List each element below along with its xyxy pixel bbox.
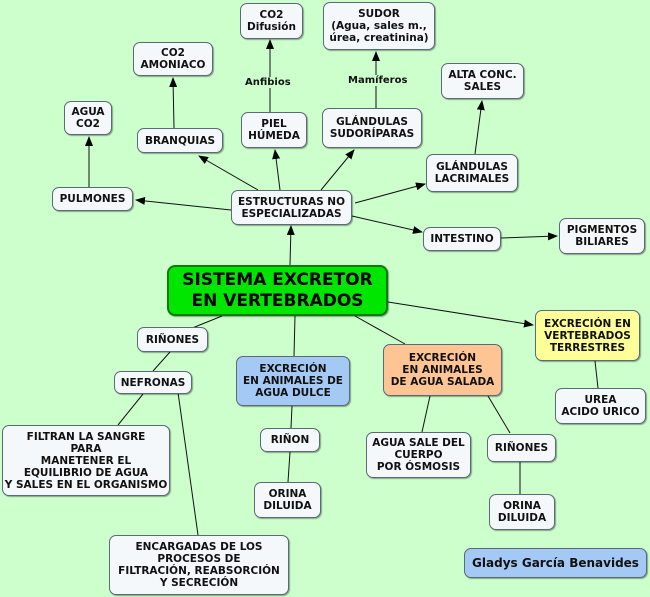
link-rinon-orina [287, 451, 291, 483]
link-terrestres-urea [594, 360, 599, 389]
link-salada-rinones [487, 395, 511, 434]
node-piel-humeda[interactable]: PIEL HÚMEDA [241, 112, 307, 148]
node-co2-amoniaco[interactable]: CO2 AMONIACO [133, 42, 213, 76]
link-main-terrestres [387, 301, 534, 328]
node-orina-diluida-2[interactable]: ORINA DILUIDA [489, 494, 555, 530]
node-rinones-left[interactable]: RIÑONES [137, 327, 208, 352]
node-co2-difusion[interactable]: CO2 Difusión [240, 3, 303, 39]
node-encargadas[interactable]: ENCARGADAS DE LOS PROCESOS DE FILTRACIÓN… [109, 535, 289, 595]
link-main-estructuras [286, 225, 295, 266]
node-alta-conc-sales[interactable]: ALTA CONC. SALES [441, 63, 524, 99]
node-intestino[interactable]: INTESTINO [423, 227, 501, 251]
node-pulmones[interactable]: PULMONES [52, 187, 133, 211]
label-mamiferos: Mamíferos [346, 75, 410, 86]
node-excrecion-agua-dulce[interactable]: EXCRECIÓN EN ANIMALES DE AGUA DULCE [236, 356, 350, 406]
link-branquias-amoniaco [169, 77, 178, 129]
node-rinones-right[interactable]: RIÑONES [487, 434, 556, 462]
node-nefronas[interactable]: NEFRONAS [114, 371, 192, 394]
link-nefronas-encargadas [174, 370, 199, 536]
main-topic-sistema-excretor[interactable]: SISTEMA EXCRETOR EN VERTEBRADOS [167, 265, 388, 316]
node-filtran[interactable]: FILTRAN LA SANGRE PARA MANETENER EL EQUI… [2, 425, 170, 496]
link-lacrimales-alta [474, 100, 485, 155]
link-rinones-nefronas [152, 351, 171, 372]
link-main-agua-dulce [293, 315, 296, 357]
node-urea-acido-urico[interactable]: UREA ACIDO URICO [555, 388, 646, 424]
node-glandulas-sudoriparas[interactable]: GLÁNDULAS SUDORÍPARAS [322, 108, 422, 148]
node-agua-co2[interactable]: AGUA CO2 [64, 101, 112, 135]
node-excrecion-agua-salada[interactable]: EXCRECIÓN EN ANIMALES DE AGUA SALADA [383, 344, 502, 396]
link-estructuras-pulmones [135, 196, 232, 211]
node-excrecion-terrestres[interactable]: EXCRECIÓN EN VERTEBRADOS TERRESTRES [535, 310, 640, 361]
link-salada-aguasale [421, 395, 431, 433]
node-pigmentos-biliares[interactable]: PIGMENTOS BILIARES [559, 218, 645, 254]
author-credit: Gladys García Benavides [464, 548, 647, 578]
link-intestino-pigmentos [500, 232, 558, 241]
link-estructuras-sudoriparas [320, 149, 355, 191]
label-anfibios: Anfibios [243, 77, 293, 88]
link-dulce-rinon [290, 405, 293, 429]
node-orina-diluida-1[interactable]: ORINA DILUIDA [254, 482, 321, 518]
link-main-agua-salada [354, 315, 406, 345]
node-branquias[interactable]: BRANQUIAS [137, 128, 223, 153]
link-nefronas-filtran [117, 393, 144, 426]
node-rinon[interactable]: RIÑON [260, 428, 320, 452]
link-estructuras-intestino [351, 215, 423, 234]
node-sudor[interactable]: SUDOR (Agua, sales m., úrea, creatinina) [323, 2, 435, 50]
node-agua-sale[interactable]: AGUA SALE DEL CUERPO POR ÓSMOSIS [366, 432, 471, 478]
link-estructuras-lacrimales [354, 182, 426, 204]
node-glandulas-lacrimales[interactable]: GLÁNDULAS LACRIMALES [426, 154, 518, 192]
link-estructuras-piel [272, 149, 281, 191]
node-estructuras[interactable]: ESTRUCTURAS NO ESPECIALIZADAS [231, 190, 352, 225]
link-estructuras-branquias [198, 155, 259, 191]
